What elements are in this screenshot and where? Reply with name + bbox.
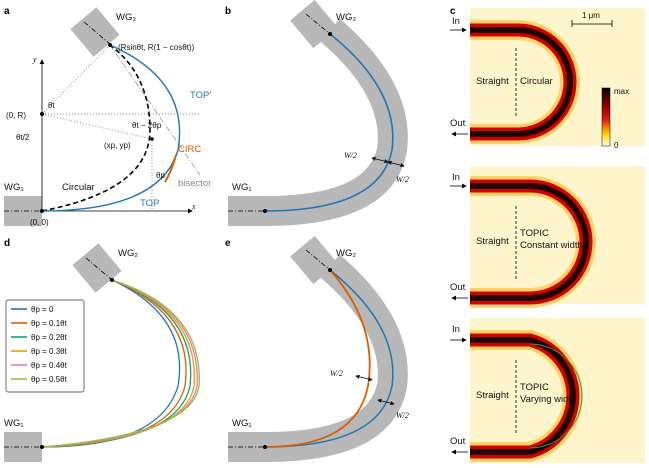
- theta-t-label: θt: [48, 101, 55, 110]
- panel-label-a: a: [4, 6, 10, 17]
- theta-t-half-label: θt/2: [16, 133, 30, 142]
- w-half-label-1: W/2: [330, 369, 343, 378]
- legend-entry: θp = 0.5θt: [31, 375, 68, 384]
- right-label-3a: TOPIC: [520, 382, 549, 393]
- top-curve: [41, 44, 181, 212]
- width-arrow-2: [387, 160, 405, 168]
- wg1-label: WG₁: [232, 418, 252, 429]
- theta-p-label: θp: [156, 171, 165, 180]
- top-curve: [264, 33, 394, 212]
- legend-entry: θp = 0.2θt: [31, 333, 68, 342]
- panel-label-e: e: [225, 238, 231, 249]
- w-half-label-1: W/2: [344, 151, 357, 160]
- origin-point: [40, 209, 44, 213]
- field-map-constant-width: [470, 166, 645, 308]
- left-label-2: Straight: [476, 236, 509, 247]
- colorbar-max: max: [614, 87, 629, 96]
- in-label-1: In: [452, 16, 460, 27]
- theta-diff-label: θt − 2θp: [132, 121, 162, 130]
- wg2-block: [72, 243, 122, 293]
- topic-curve: [264, 269, 371, 448]
- wg2-block: [70, 7, 120, 57]
- legend: θp = 0 θp = 0.1θt θp = 0.2θt θp = 0.3θt θp =…: [5, 299, 85, 393]
- end-point: [108, 43, 112, 47]
- right-label-2a: TOPIC: [520, 228, 549, 239]
- bisector-line: [109, 44, 201, 176]
- wg2-label: WG₂: [118, 248, 138, 259]
- legend-entry: θp = 0.1θt: [31, 319, 68, 328]
- scale-label: 1 μm: [582, 11, 600, 20]
- end-point: [328, 32, 332, 36]
- center-point: [40, 112, 44, 116]
- bisector-label: bisector: [178, 178, 211, 189]
- wg1-label: WG₁: [4, 418, 24, 429]
- wg2-label: WG₂: [336, 12, 356, 23]
- right-label-2b: Constant width: [520, 240, 583, 251]
- in-label-3: In: [452, 324, 460, 335]
- wg2-label: WG₂: [116, 12, 136, 23]
- waveguide-bend: [228, 18, 408, 226]
- start-point: [263, 209, 267, 213]
- panel-label-d: d: [4, 238, 10, 249]
- top-label: TOP: [140, 198, 159, 209]
- in-label-2: In: [452, 172, 460, 183]
- left-label-1: Straight: [476, 76, 509, 87]
- curve-0.4: [41, 279, 198, 448]
- right-label-1: Circular: [520, 76, 553, 87]
- helper-line: [41, 113, 153, 140]
- out-label-1: Out: [450, 118, 466, 129]
- legend-entry: θp = 0.3θt: [31, 347, 68, 356]
- panel-e: e WG₁ WG₂ W/2 W/2: [225, 235, 409, 462]
- panel-c: c In Out Straight Circular 1 μm max 0: [450, 6, 645, 463]
- right-label-3b: Varying width: [520, 394, 576, 405]
- wg2-block: [290, 0, 338, 49]
- width-arrow-1: [371, 156, 389, 164]
- legend-entry: θp = 0: [31, 305, 54, 314]
- width-arrow-1: [355, 374, 373, 382]
- circ-label: CIRC: [178, 144, 201, 155]
- end-point-label: (Rsinθt, R(1 − cosθt)): [118, 43, 195, 52]
- circular-label: Circular: [62, 182, 95, 193]
- w-half-label-2: W/2: [396, 175, 409, 184]
- top-curve: [264, 269, 394, 448]
- panel-label-b: b: [225, 6, 231, 17]
- wg1-label: WG₁: [232, 182, 252, 193]
- colorbar-min: 0: [614, 141, 619, 150]
- wg2-block: [290, 235, 338, 285]
- field-map-circular: [470, 8, 645, 146]
- width-arrow-2: [377, 398, 395, 406]
- curve-0.3: [41, 279, 196, 448]
- field-map-varying-width: [470, 318, 645, 463]
- circ-segment: [164, 154, 177, 183]
- waveguide-bend: [228, 254, 408, 462]
- left-label-3: Straight: [476, 390, 509, 401]
- panel-b: b WG₁ WG₂ W/2 W/2: [225, 0, 409, 226]
- out-label-2: Out: [450, 282, 466, 293]
- out-label-3: Out: [450, 436, 466, 447]
- colorbar: [601, 87, 611, 147]
- circular-arc: [41, 44, 151, 212]
- center-label: (xp, yp): [104, 141, 131, 150]
- legend-entry: θp = 0.4θt: [31, 361, 68, 370]
- panel-a: a x y WG₁ WG₂ (Rsinθt, R(1 − cosθt)) (0,…: [4, 6, 211, 227]
- radius-line: [41, 44, 111, 115]
- y-axis-label: y: [32, 55, 37, 64]
- point-0R-label: (0, R): [6, 111, 26, 120]
- wg2-axis: [83, 21, 111, 45]
- panel-label-c: c: [450, 6, 456, 17]
- wg1-label: WG₁: [4, 182, 24, 193]
- x-axis-label: x: [191, 202, 196, 211]
- w-half-label-2: W/2: [396, 411, 409, 420]
- wg2-label: WG₂: [336, 248, 356, 259]
- origin-label: (0, 0): [30, 218, 49, 227]
- curve-0.5: [41, 279, 200, 448]
- pivot-point: [150, 137, 154, 141]
- top-prime-label: TOP': [190, 90, 211, 101]
